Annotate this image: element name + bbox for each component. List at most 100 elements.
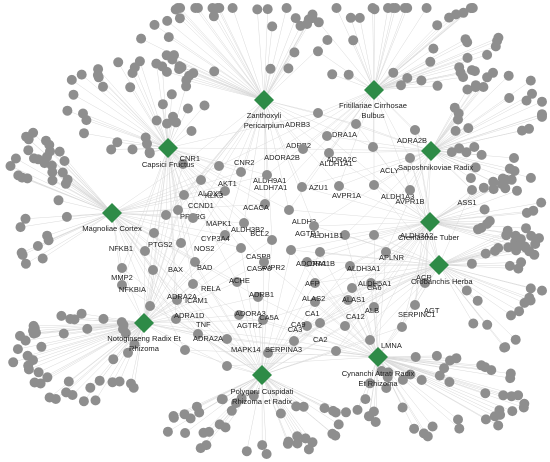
gene-node: [148, 265, 158, 275]
gene-label: AKT1: [218, 179, 237, 188]
gene-label: ALDH9A1: [253, 176, 286, 185]
gene-node: [263, 348, 273, 358]
gene-node: [410, 300, 420, 310]
target-node: [307, 9, 318, 20]
target-node: [166, 89, 177, 100]
gene-label: ADRA2A: [167, 292, 197, 301]
target-node: [46, 160, 57, 171]
target-node: [204, 426, 214, 437]
target-node: [341, 407, 351, 418]
gene-node: [322, 131, 332, 141]
gene-node: [267, 235, 277, 245]
gene-label: AVPR1B: [395, 197, 424, 206]
target-node: [416, 375, 427, 385]
target-node: [431, 350, 442, 361]
target-node: [163, 32, 174, 43]
target-node: [179, 409, 190, 420]
target-node: [61, 211, 72, 222]
gene-label: BCL2: [250, 229, 269, 238]
target-node: [482, 319, 493, 330]
target-node: [504, 93, 515, 103]
target-node: [144, 147, 155, 158]
target-node: [149, 19, 160, 30]
target-node: [397, 402, 408, 413]
target-node: [54, 146, 65, 157]
target-node: [81, 115, 92, 126]
target-node: [37, 253, 48, 264]
target-node: [69, 314, 80, 325]
target-node: [17, 249, 28, 260]
target-node: [275, 408, 286, 419]
herb-label-saposhnikoviae: Saposhnikoviae Radix: [398, 163, 473, 172]
gene-node: [239, 218, 249, 228]
target-node: [536, 197, 547, 208]
gene-node: [220, 230, 230, 240]
gene-node: [368, 142, 378, 152]
target-node: [291, 401, 302, 412]
gene-label: CASP8: [246, 252, 271, 261]
gene-node: [324, 148, 334, 158]
gene-label: ACLY: [380, 166, 399, 175]
gene-label: ADRA2C: [327, 155, 358, 164]
herb-node-capsici: [158, 138, 178, 158]
gene-node: [315, 247, 325, 257]
gene-node: [309, 221, 319, 231]
target-node: [5, 161, 16, 171]
target-node: [458, 7, 469, 18]
target-node: [416, 75, 427, 86]
gene-node: [331, 346, 341, 356]
gene-node: [236, 243, 246, 253]
gene-node: [188, 213, 198, 223]
target-node: [402, 73, 413, 83]
target-node: [20, 258, 31, 269]
gene-node: [351, 119, 361, 129]
gene-label: AVPR1A: [332, 191, 361, 200]
gene-node: [149, 228, 159, 238]
target-node: [108, 354, 119, 365]
target-node: [76, 308, 87, 319]
gene-label: NFKB1: [109, 244, 133, 253]
target-node: [23, 360, 34, 371]
target-node: [60, 178, 71, 189]
target-node: [82, 323, 93, 334]
gene-node: [173, 205, 183, 215]
gene-node: [467, 185, 477, 195]
gene-label: ADRB1: [249, 290, 274, 299]
target-node: [454, 423, 465, 434]
target-node: [123, 347, 133, 358]
target-node: [182, 103, 193, 114]
gene-label: NOS2: [194, 244, 214, 253]
target-node: [125, 82, 136, 93]
target-node: [281, 3, 292, 13]
target-node: [252, 4, 263, 15]
target-node: [8, 357, 19, 368]
gene-label: ICAM1: [185, 296, 208, 305]
gene-node: [289, 336, 299, 346]
target-node: [29, 153, 39, 164]
target-node: [78, 396, 89, 407]
target-node: [503, 242, 514, 253]
target-node: [322, 35, 333, 45]
gene-label: ALDH3A1: [347, 264, 380, 273]
target-node: [57, 167, 68, 178]
target-node: [220, 422, 231, 433]
target-node: [28, 325, 38, 336]
target-node: [348, 35, 359, 46]
gene-node: [258, 315, 268, 325]
gene-label: ADRB3: [285, 120, 310, 129]
target-node: [33, 367, 44, 378]
target-node: [171, 117, 181, 128]
herb-label-orobanchis: Orobanchis Herba: [411, 277, 473, 286]
gene-label: ALOX5: [198, 189, 222, 198]
target-node: [343, 69, 354, 80]
target-node: [93, 64, 104, 75]
target-node: [216, 394, 227, 405]
gene-node: [253, 292, 263, 302]
target-node: [510, 334, 521, 345]
